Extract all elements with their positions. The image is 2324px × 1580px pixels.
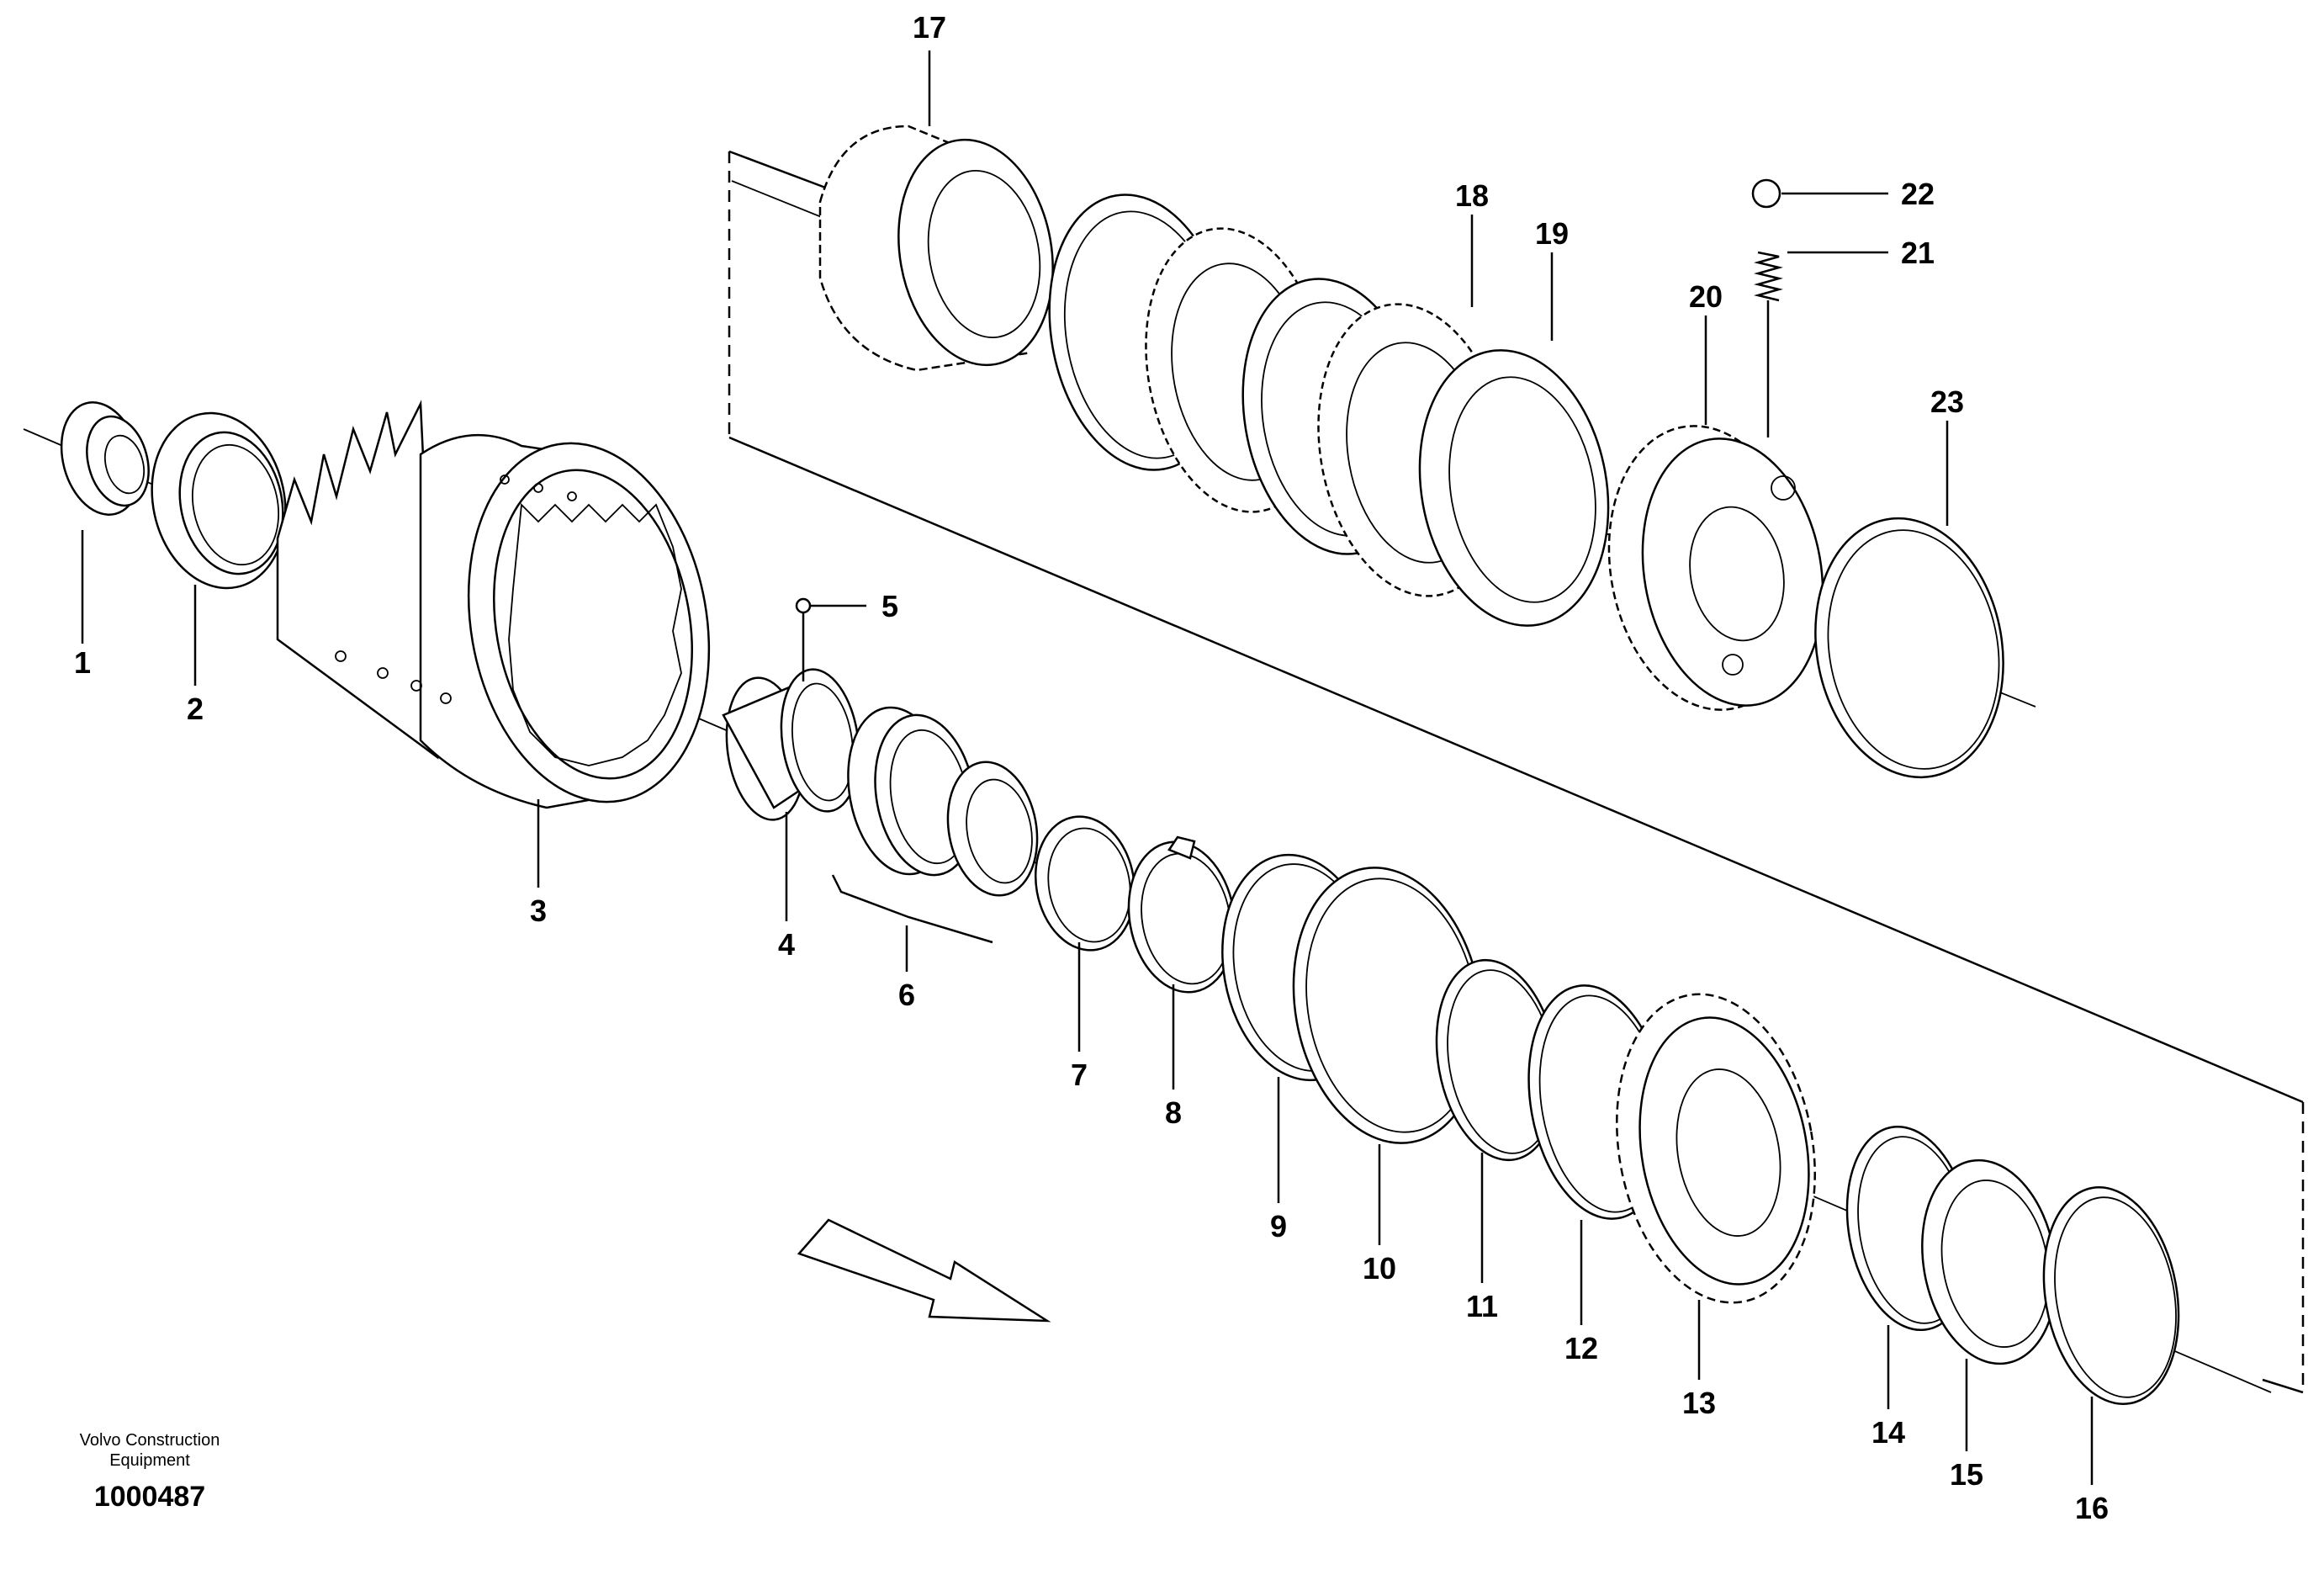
callout-10: 10 xyxy=(1363,1251,1396,1286)
callout-17: 17 xyxy=(913,10,946,45)
callout-2: 2 xyxy=(187,692,204,726)
part-5-pin xyxy=(795,597,812,681)
part-2-bearing-ring xyxy=(151,411,287,590)
part-21-spring xyxy=(1754,251,1783,437)
callout-6: 6 xyxy=(898,978,915,1012)
callout-8: 8 xyxy=(1165,1095,1182,1130)
part-22-ball xyxy=(1751,178,1781,209)
callout-7: 7 xyxy=(1071,1058,1088,1092)
callout-3: 3 xyxy=(530,893,547,928)
part-19-pressure-disc xyxy=(1418,349,1610,627)
leader-lines xyxy=(81,50,2094,1485)
part-13-piston-gear xyxy=(1616,993,1816,1304)
credit-line-1: Volvo Construction xyxy=(80,1431,220,1450)
drawing-number: 1000487 xyxy=(94,1481,205,1513)
callout-21: 21 xyxy=(1901,236,1935,270)
callout-14: 14 xyxy=(1871,1415,1905,1450)
callout-12: 12 xyxy=(1564,1331,1598,1365)
callout-19: 19 xyxy=(1535,216,1569,251)
callout-15: 15 xyxy=(1950,1457,1983,1492)
callout-1: 1 xyxy=(74,645,91,680)
part-6-needle-bearing xyxy=(831,706,1039,944)
part-23-snap-ring xyxy=(1814,517,2004,779)
direction-arrow-icon xyxy=(797,1218,1051,1323)
callout-4: 4 xyxy=(778,927,795,962)
clutch-pack-frame xyxy=(728,150,2305,1394)
part-11-piston-ring xyxy=(1435,958,1559,1162)
callout-18: 18 xyxy=(1455,178,1489,213)
part-17-clutch-gear xyxy=(818,125,1054,372)
part-1-roller-bearing xyxy=(60,401,150,516)
callout-23: 23 xyxy=(1930,384,1964,419)
part-16-snap-ring xyxy=(2042,1186,2180,1405)
part-4-sleeve xyxy=(722,668,860,821)
part-7-circlip xyxy=(1034,815,1136,952)
clutch-disc-stack xyxy=(1048,194,1425,555)
callout-20: 20 xyxy=(1689,279,1723,314)
part-20-end-plate xyxy=(1607,425,1824,711)
callout-16: 16 xyxy=(2075,1491,2109,1525)
callout-22: 22 xyxy=(1901,177,1935,211)
credit-line-2: Equipment xyxy=(109,1451,190,1470)
part-3-clutch-drum xyxy=(276,400,711,809)
callout-9: 9 xyxy=(1270,1209,1287,1243)
callout-11: 11 xyxy=(1466,1289,1498,1323)
callout-5: 5 xyxy=(881,589,898,623)
callout-13: 13 xyxy=(1682,1386,1716,1420)
